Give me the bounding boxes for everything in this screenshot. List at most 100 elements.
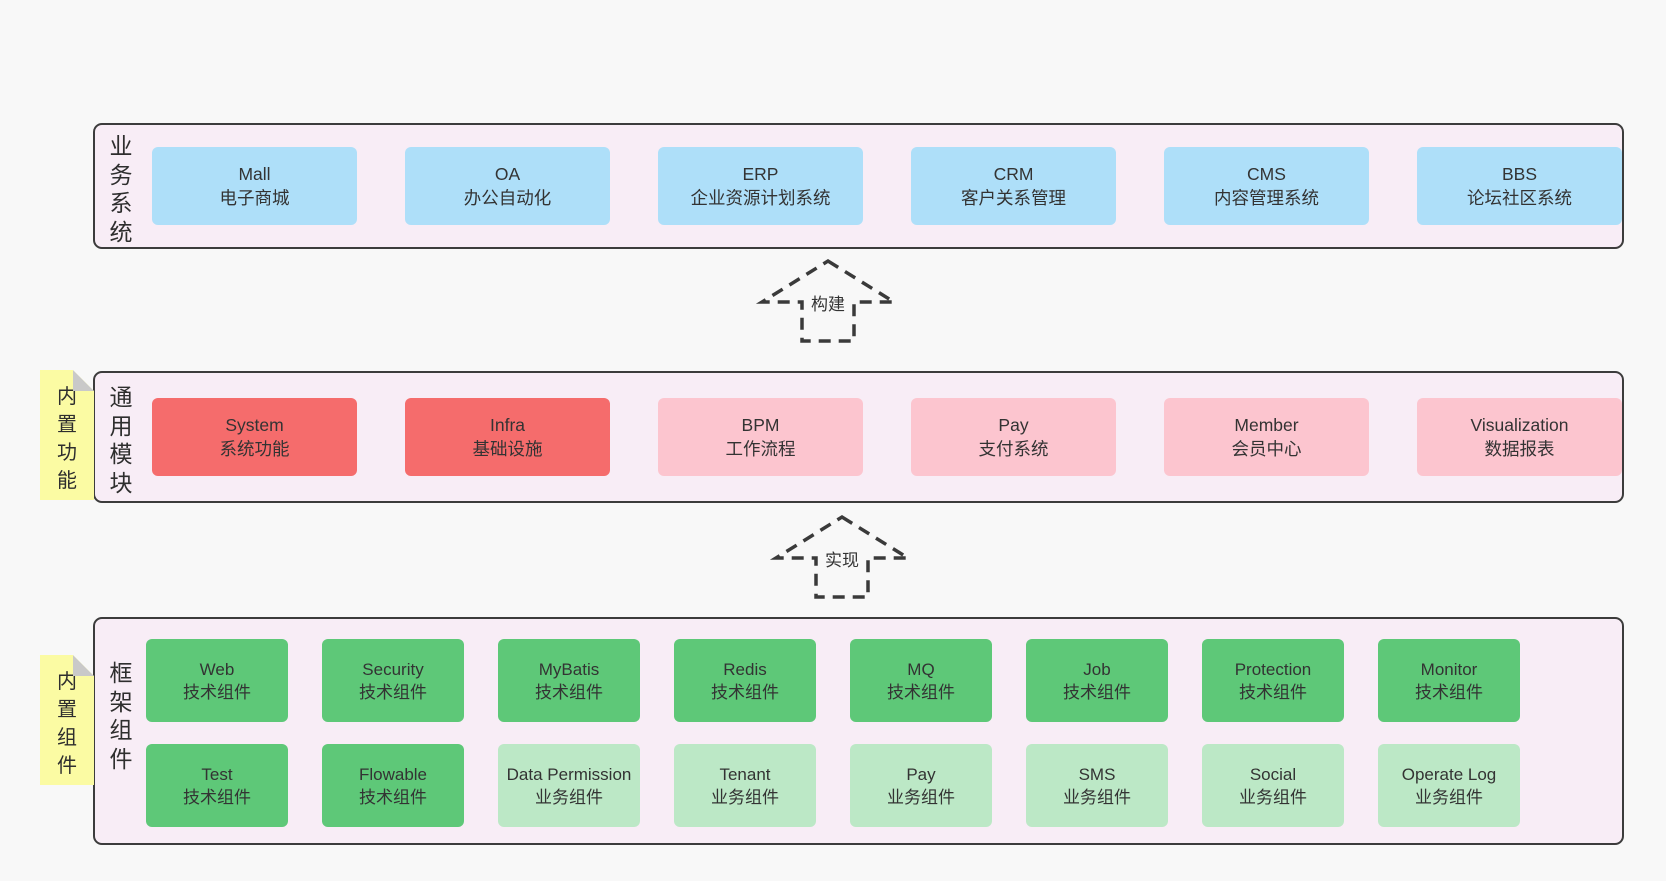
box-subtitle: 技术组件 — [1239, 682, 1307, 702]
box-title: Operate Log — [1401, 764, 1497, 784]
sticky-fold-icon — [73, 370, 94, 391]
box-title: CMS — [1247, 164, 1286, 184]
box-redis: Redis 技术组件 — [674, 639, 816, 722]
sticky-text: 内置组件 — [57, 671, 77, 777]
box-title: Infra — [489, 415, 526, 435]
box-title: MyBatis — [538, 659, 600, 679]
box-subtitle: 业务组件 — [887, 787, 955, 807]
box-title: Visualization — [1470, 415, 1569, 435]
box-title: BBS — [1501, 164, 1538, 184]
box-subtitle: 业务组件 — [711, 787, 779, 807]
box-monitor: Monitor 技术组件 — [1378, 639, 1520, 722]
band-business-label: 业务系统 — [109, 133, 133, 245]
box-title: Tenant — [719, 764, 771, 784]
box-title: System — [225, 415, 284, 435]
box-crm: CRM 客户关系管理 — [911, 147, 1116, 225]
arrow-implement: 实现 — [769, 514, 915, 599]
box-sms: SMS 业务组件 — [1026, 744, 1168, 827]
box-bbs: BBS 论坛社区系统 — [1417, 147, 1622, 225]
box-subtitle: 技术组件 — [359, 787, 427, 807]
box-subtitle: 企业资源计划系统 — [690, 188, 831, 208]
box-data-permission: Data Permission 业务组件 — [498, 744, 640, 827]
sticky-fold-icon — [73, 655, 94, 676]
sticky-built-in-features: 内置功能 — [40, 370, 94, 500]
box-title: Redis — [723, 659, 767, 679]
arrow-label: 构建 — [811, 295, 845, 314]
arrow-label-bg — [820, 547, 864, 572]
box-subtitle: 技术组件 — [1063, 682, 1131, 702]
box-mall: Mall 电子商城 — [152, 147, 357, 225]
box-bpm: BPM 工作流程 — [658, 398, 863, 476]
box-protection: Protection 技术组件 — [1202, 639, 1344, 722]
box-visualization: Visualization 数据报表 — [1417, 398, 1622, 476]
band-common-modules: 通用模块 System 系统功能 Infra 基础设施 BPM 工作流程 Pay… — [93, 371, 1624, 503]
box-system: System 系统功能 — [152, 398, 357, 476]
box-pay-component: Pay 业务组件 — [850, 744, 992, 827]
box-title: OA — [494, 164, 521, 184]
framework-rows: Web 技术组件 Security 技术组件 MyBatis 技术组件 Redi… — [146, 639, 1520, 827]
box-title: Monitor — [1420, 659, 1478, 679]
arrow-label: 实现 — [825, 551, 859, 570]
box-subtitle: 电子商城 — [219, 188, 290, 208]
box-subtitle: 技术组件 — [535, 682, 603, 702]
box-title: ERP — [742, 164, 779, 184]
box-title: Protection — [1234, 659, 1312, 679]
box-subtitle: 支付系统 — [978, 439, 1049, 459]
box-subtitle: 技术组件 — [359, 682, 427, 702]
sticky-text: 内置功能 — [57, 386, 77, 492]
box-infra: Infra 基础设施 — [405, 398, 610, 476]
box-oa: OA 办公自动化 — [405, 147, 610, 225]
box-title: Mall — [238, 164, 271, 184]
box-title: SMS — [1078, 764, 1116, 784]
box-title: MQ — [907, 659, 935, 679]
box-subtitle: 业务组件 — [1239, 787, 1307, 807]
arrow-build: 构建 — [755, 258, 901, 343]
box-member: Member 会员中心 — [1164, 398, 1369, 476]
box-subtitle: 客户关系管理 — [961, 188, 1066, 208]
module-boxes: System 系统功能 Infra 基础设施 BPM 工作流程 Pay 支付系统… — [152, 398, 1622, 476]
box-subtitle: 技术组件 — [711, 682, 779, 702]
box-cms: CMS 内容管理系统 — [1164, 147, 1369, 225]
box-social: Social 业务组件 — [1202, 744, 1344, 827]
box-subtitle: 技术组件 — [183, 682, 251, 702]
box-subtitle: 技术组件 — [1415, 682, 1483, 702]
framework-row-2: Test 技术组件 Flowable 技术组件 Data Permission … — [146, 744, 1520, 827]
box-mq: MQ 技术组件 — [850, 639, 992, 722]
business-boxes: Mall 电子商城 OA 办公自动化 ERP 企业资源计划系统 CRM 客户关系… — [152, 147, 1622, 225]
arrow-up-outline — [755, 258, 901, 343]
box-title: Job — [1083, 659, 1111, 679]
box-subtitle: 办公自动化 — [463, 188, 552, 208]
box-title: Social — [1249, 764, 1297, 784]
box-subtitle: 内容管理系统 — [1214, 188, 1319, 208]
arrow-label-bg — [806, 291, 850, 316]
box-flowable: Flowable 技术组件 — [322, 744, 464, 827]
box-subtitle: 业务组件 — [1415, 787, 1483, 807]
box-subtitle: 业务组件 — [1063, 787, 1131, 807]
box-title: Pay — [906, 764, 936, 784]
band-framework-label: 框架组件 — [109, 660, 133, 772]
box-subtitle: 基础设施 — [472, 439, 543, 459]
band-business-systems: 业务系统 Mall 电子商城 OA 办公自动化 ERP 企业资源计划系统 CRM… — [93, 123, 1624, 249]
box-title: Data Permission — [506, 764, 632, 784]
box-job: Job 技术组件 — [1026, 639, 1168, 722]
framework-row-1: Web 技术组件 Security 技术组件 MyBatis 技术组件 Redi… — [146, 639, 1520, 722]
box-subtitle: 技术组件 — [887, 682, 955, 702]
box-title: Flowable — [358, 764, 428, 784]
box-mybatis: MyBatis 技术组件 — [498, 639, 640, 722]
band-modules-label: 通用模块 — [109, 384, 133, 496]
box-tenant: Tenant 业务组件 — [674, 744, 816, 827]
box-subtitle: 系统功能 — [219, 439, 290, 459]
box-subtitle: 技术组件 — [183, 787, 251, 807]
box-title: Security — [362, 659, 424, 679]
sticky-built-in-components: 内置组件 — [40, 655, 94, 785]
box-subtitle: 工作流程 — [725, 439, 796, 459]
box-title: CRM — [993, 164, 1034, 184]
box-pay-system: Pay 支付系统 — [911, 398, 1116, 476]
box-title: BPM — [741, 415, 780, 435]
box-title: Web — [199, 659, 235, 679]
box-subtitle: 会员中心 — [1231, 439, 1302, 459]
box-subtitle: 数据报表 — [1484, 439, 1555, 459]
band-framework-components: 框架组件 Web 技术组件 Security 技术组件 MyBatis 技术组件… — [93, 617, 1624, 845]
box-web: Web 技术组件 — [146, 639, 288, 722]
box-test: Test 技术组件 — [146, 744, 288, 827]
